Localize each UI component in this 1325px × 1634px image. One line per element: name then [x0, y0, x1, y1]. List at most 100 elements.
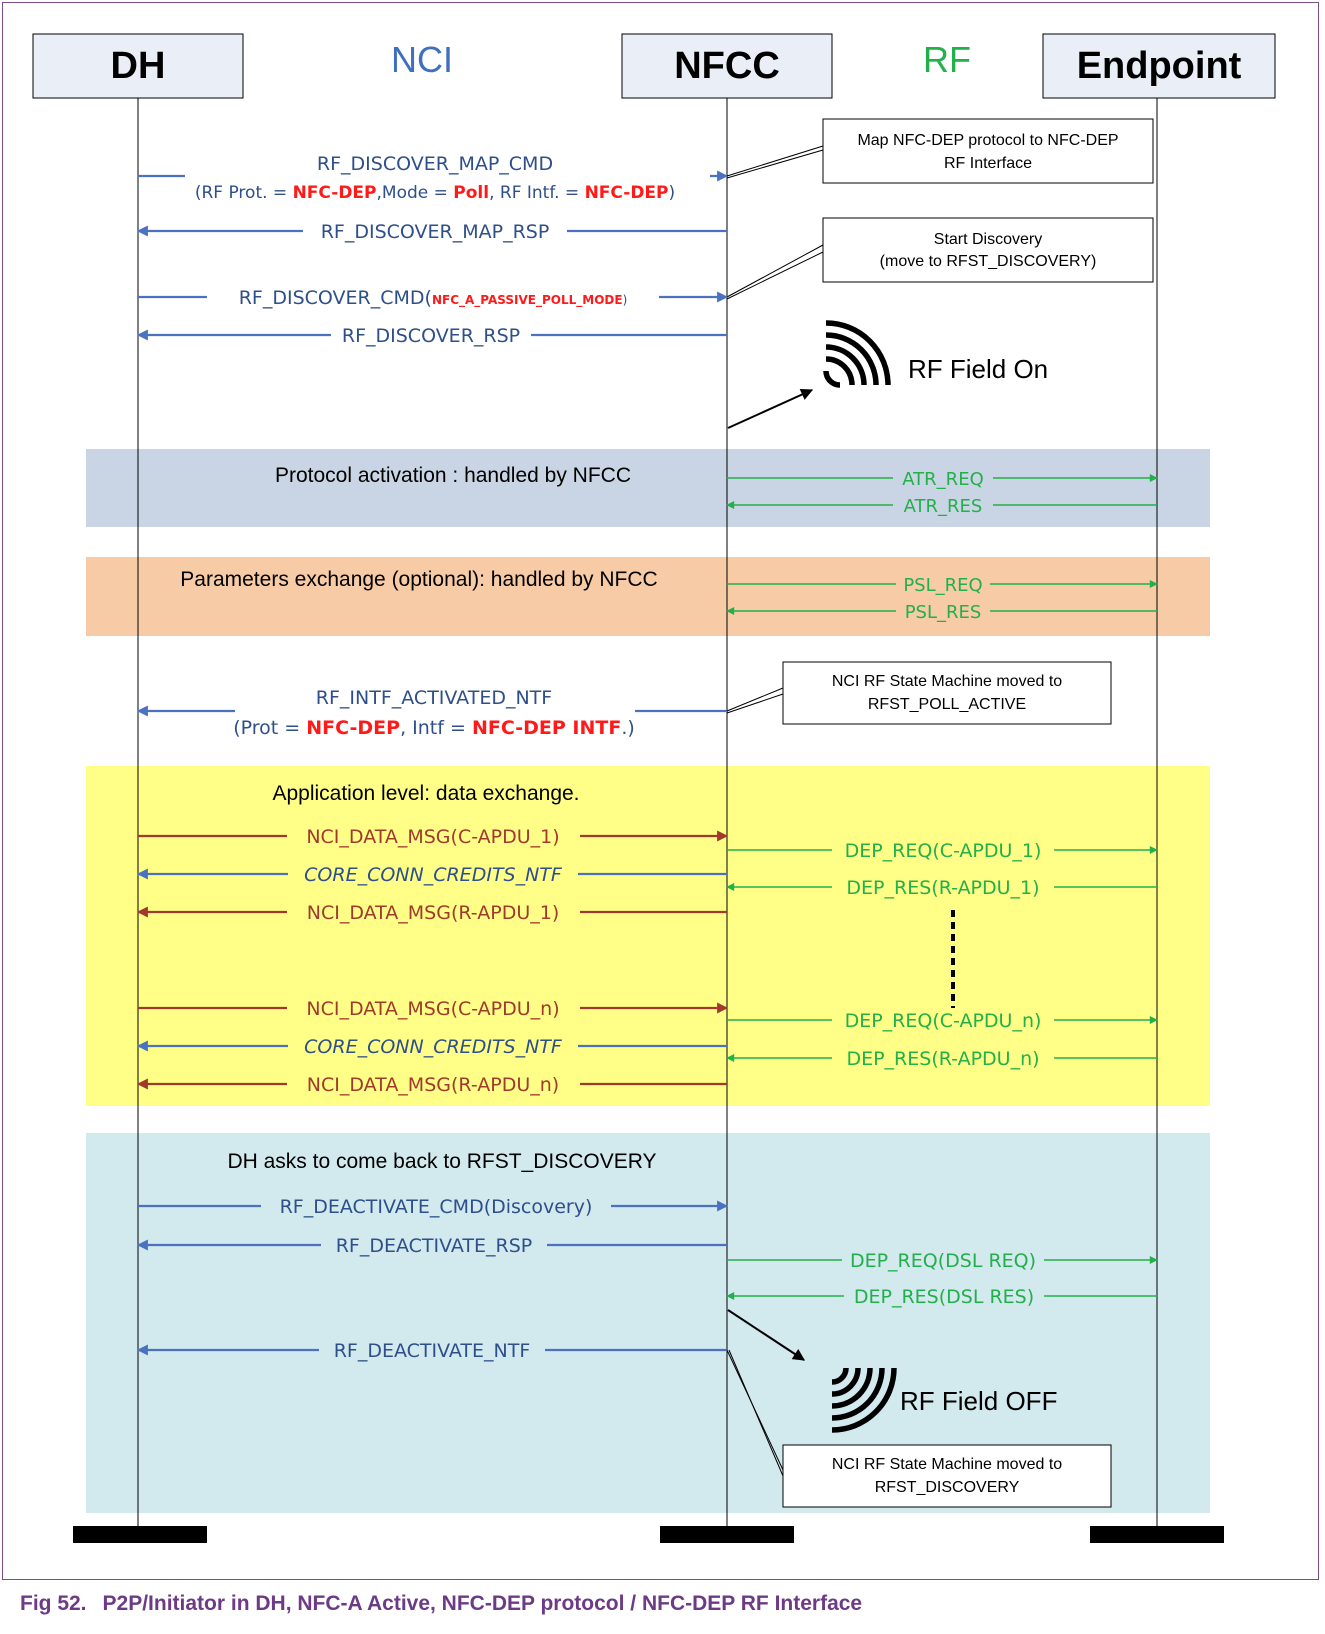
atr-req-label-bg — [893, 467, 993, 490]
dsl-res-label-bg — [844, 1284, 1044, 1308]
deact-rsp-label: RF_DEACTIVATE_RSP — [336, 1235, 533, 1257]
field-off-arrow — [727, 1309, 806, 1361]
intf-ntf-params-text: , Intf = — [400, 717, 472, 739]
disc-note-connector — [728, 1349, 784, 1477]
map-cmd-label: RF_DISCOVER_MAP_CMD — [317, 153, 553, 175]
figure-frame — [2, 2, 1319, 1580]
disc-cmd-close: ) — [623, 293, 628, 307]
deact-rsp-label-bg — [321, 1233, 547, 1258]
psl-req-label: PSL_REQ — [903, 575, 982, 596]
map-cmd-protocol-value: NFC-DEP — [293, 183, 377, 203]
nfcc-end-bar — [660, 1526, 794, 1543]
map-note-connector — [726, 149, 824, 179]
figure-number: Fig 52. — [20, 1592, 87, 1615]
nfcc-participant-label: NFCC — [674, 45, 780, 87]
field-on-arrow — [727, 388, 814, 429]
poll-note-connector — [726, 693, 784, 714]
poll-note-connector — [726, 687, 784, 712]
figure-caption: Fig 52. P2P/Initiator in DH, NFC-A Active… — [20, 1592, 862, 1616]
disc-note-line1: NCI RF State Machine moved to — [832, 1456, 1062, 1473]
map-cmd-params-text: (RF Prot. = — [195, 183, 293, 203]
dep-reqn-label: DEP_REQ(C-APDU_n) — [845, 1010, 1042, 1032]
data-r1-label: NCI_DATA_MSG(R-APDU_1) — [307, 902, 559, 924]
dep-res1-label-bg — [832, 875, 1054, 899]
deact-cmd-label: RF_DEACTIVATE_CMD(Discovery) — [280, 1196, 593, 1218]
dep-resn-label: DEP_RES(R-APDU_n) — [846, 1048, 1039, 1070]
disc-note-line2: RFST_DISCOVERY — [875, 1479, 1020, 1496]
rf-field-on-icon — [823, 320, 891, 388]
dh-end-bar — [73, 1526, 207, 1543]
endpoint-end-bar — [1090, 1526, 1224, 1543]
deact-ntf-label-bg — [319, 1338, 545, 1363]
data-cn-label-bg — [287, 996, 580, 1021]
dh-participant-box — [32, 33, 244, 99]
disc-cmd-name: RF_DISCOVER_CMD( — [239, 287, 432, 309]
dep-req1-label: DEP_REQ(C-APDU_1) — [845, 840, 1042, 862]
atr-res-label-bg — [893, 494, 993, 517]
map-cmd-params: (RF Prot. = NFC-DEP,Mode = Poll, RF Intf… — [195, 183, 675, 203]
poll-note-line2: RFST_POLL_ACTIVE — [868, 696, 1026, 713]
endpoint-participant-label: Endpoint — [1077, 45, 1242, 87]
map-cmd-mode-value: Poll — [453, 183, 489, 203]
map-note-box — [822, 118, 1154, 184]
data-rn-label-bg — [287, 1072, 580, 1097]
phase-protocol-band — [86, 449, 1210, 527]
data-cn-label: NCI_DATA_MSG(C-APDU_n) — [306, 998, 559, 1020]
credits1-label-bg — [288, 862, 578, 887]
rf-field-off-label: RF Field OFF — [900, 1386, 1057, 1416]
start-note-connector — [726, 251, 824, 300]
nci-interface-label: NCI — [391, 39, 453, 80]
psl-res-label: PSL_RES — [905, 602, 982, 623]
data-c1-label-bg — [287, 824, 580, 849]
disc-cmd-label: RF_DISCOVER_CMD(NFC_A_PASSIVE_POLL_MODE) — [239, 287, 628, 309]
credits2-label: CORE_CONN_CREDITS_NTF — [304, 1036, 563, 1058]
disc-cmd-label-bg — [207, 284, 659, 310]
intf-ntf-intf-value: NFC-DEP INTF — [472, 717, 621, 739]
data-rn-label: NCI_DATA_MSG(R-APDU_n) — [307, 1074, 559, 1096]
map-cmd-label-bg — [185, 146, 710, 208]
deact-cmd-label-bg — [261, 1194, 611, 1219]
phase-protocol-title: Protocol activation : handled by NFCC — [275, 464, 631, 487]
intf-ntf-params-text: .) — [621, 717, 634, 739]
map-note-connector — [726, 145, 824, 177]
psl-res-label-bg — [896, 600, 990, 623]
figure-caption-text: P2P/Initiator in DH, NFC-A Active, NFC-D… — [102, 1592, 863, 1615]
dep-res1-label: DEP_RES(R-APDU_1) — [846, 877, 1039, 899]
disc-rsp-label-bg — [331, 322, 531, 348]
dsl-res-label: DEP_RES(DSL RES) — [854, 1286, 1034, 1308]
poll-note-line1: NCI RF State Machine moved to — [832, 673, 1062, 690]
rf-field-on-label: RF Field On — [908, 354, 1048, 384]
atr-req-label: ATR_REQ — [902, 469, 983, 490]
dep-resn-label-bg — [832, 1046, 1054, 1070]
map-cmd-params-text: ) — [669, 183, 676, 203]
dep-reqn-label-bg — [832, 1008, 1054, 1032]
dep-req1-label-bg — [832, 838, 1054, 862]
map-cmd-intf-value: NFC-DEP — [585, 183, 669, 203]
start-note-line2: (move to RFST_DISCOVERY) — [880, 253, 1097, 270]
endpoint-participant-box — [1042, 33, 1276, 99]
phase-params-title: Parameters exchange (optional): handled … — [180, 568, 657, 591]
start-note-line1: Start Discovery — [934, 231, 1042, 248]
map-note-line1: Map NFC-DEP protocol to NFC-DEP — [857, 132, 1118, 149]
intf-ntf-protocol-value: NFC-DEP — [306, 717, 400, 739]
data-r1-label-bg — [287, 900, 580, 925]
nfcc-participant-box — [621, 33, 833, 99]
map-cmd-params-text: ,Mode = — [377, 183, 454, 203]
psl-req-label-bg — [896, 573, 990, 596]
intf-ntf-label-bg — [235, 682, 635, 742]
disc-rsp-label: RF_DISCOVER_RSP — [342, 325, 520, 347]
phase-app-title: Application level: data exchange. — [272, 782, 579, 805]
sequence-diagram: DH NFCC Endpoint NCI RF RF_DISCOVER_MAP_… — [32, 33, 1276, 1543]
phase-back-title: DH asks to come back to RFST_DISCOVERY — [227, 1150, 656, 1173]
dsl-req-label: DEP_REQ(DSL REQ) — [850, 1250, 1036, 1272]
deact-ntf-label: RF_DEACTIVATE_NTF — [334, 1340, 531, 1362]
dsl-req-label-bg — [842, 1248, 1044, 1272]
credits2-label-bg — [288, 1034, 578, 1059]
poll-note-box — [782, 661, 1112, 725]
rf-interface-label: RF — [923, 39, 971, 80]
data-c1-label: NCI_DATA_MSG(C-APDU_1) — [306, 826, 559, 848]
intf-ntf-label: RF_INTF_ACTIVATED_NTF — [316, 687, 552, 709]
map-rsp-label: RF_DISCOVER_MAP_RSP — [321, 221, 550, 243]
map-rsp-label-bg — [303, 218, 567, 244]
dh-participant-label: DH — [111, 45, 166, 87]
